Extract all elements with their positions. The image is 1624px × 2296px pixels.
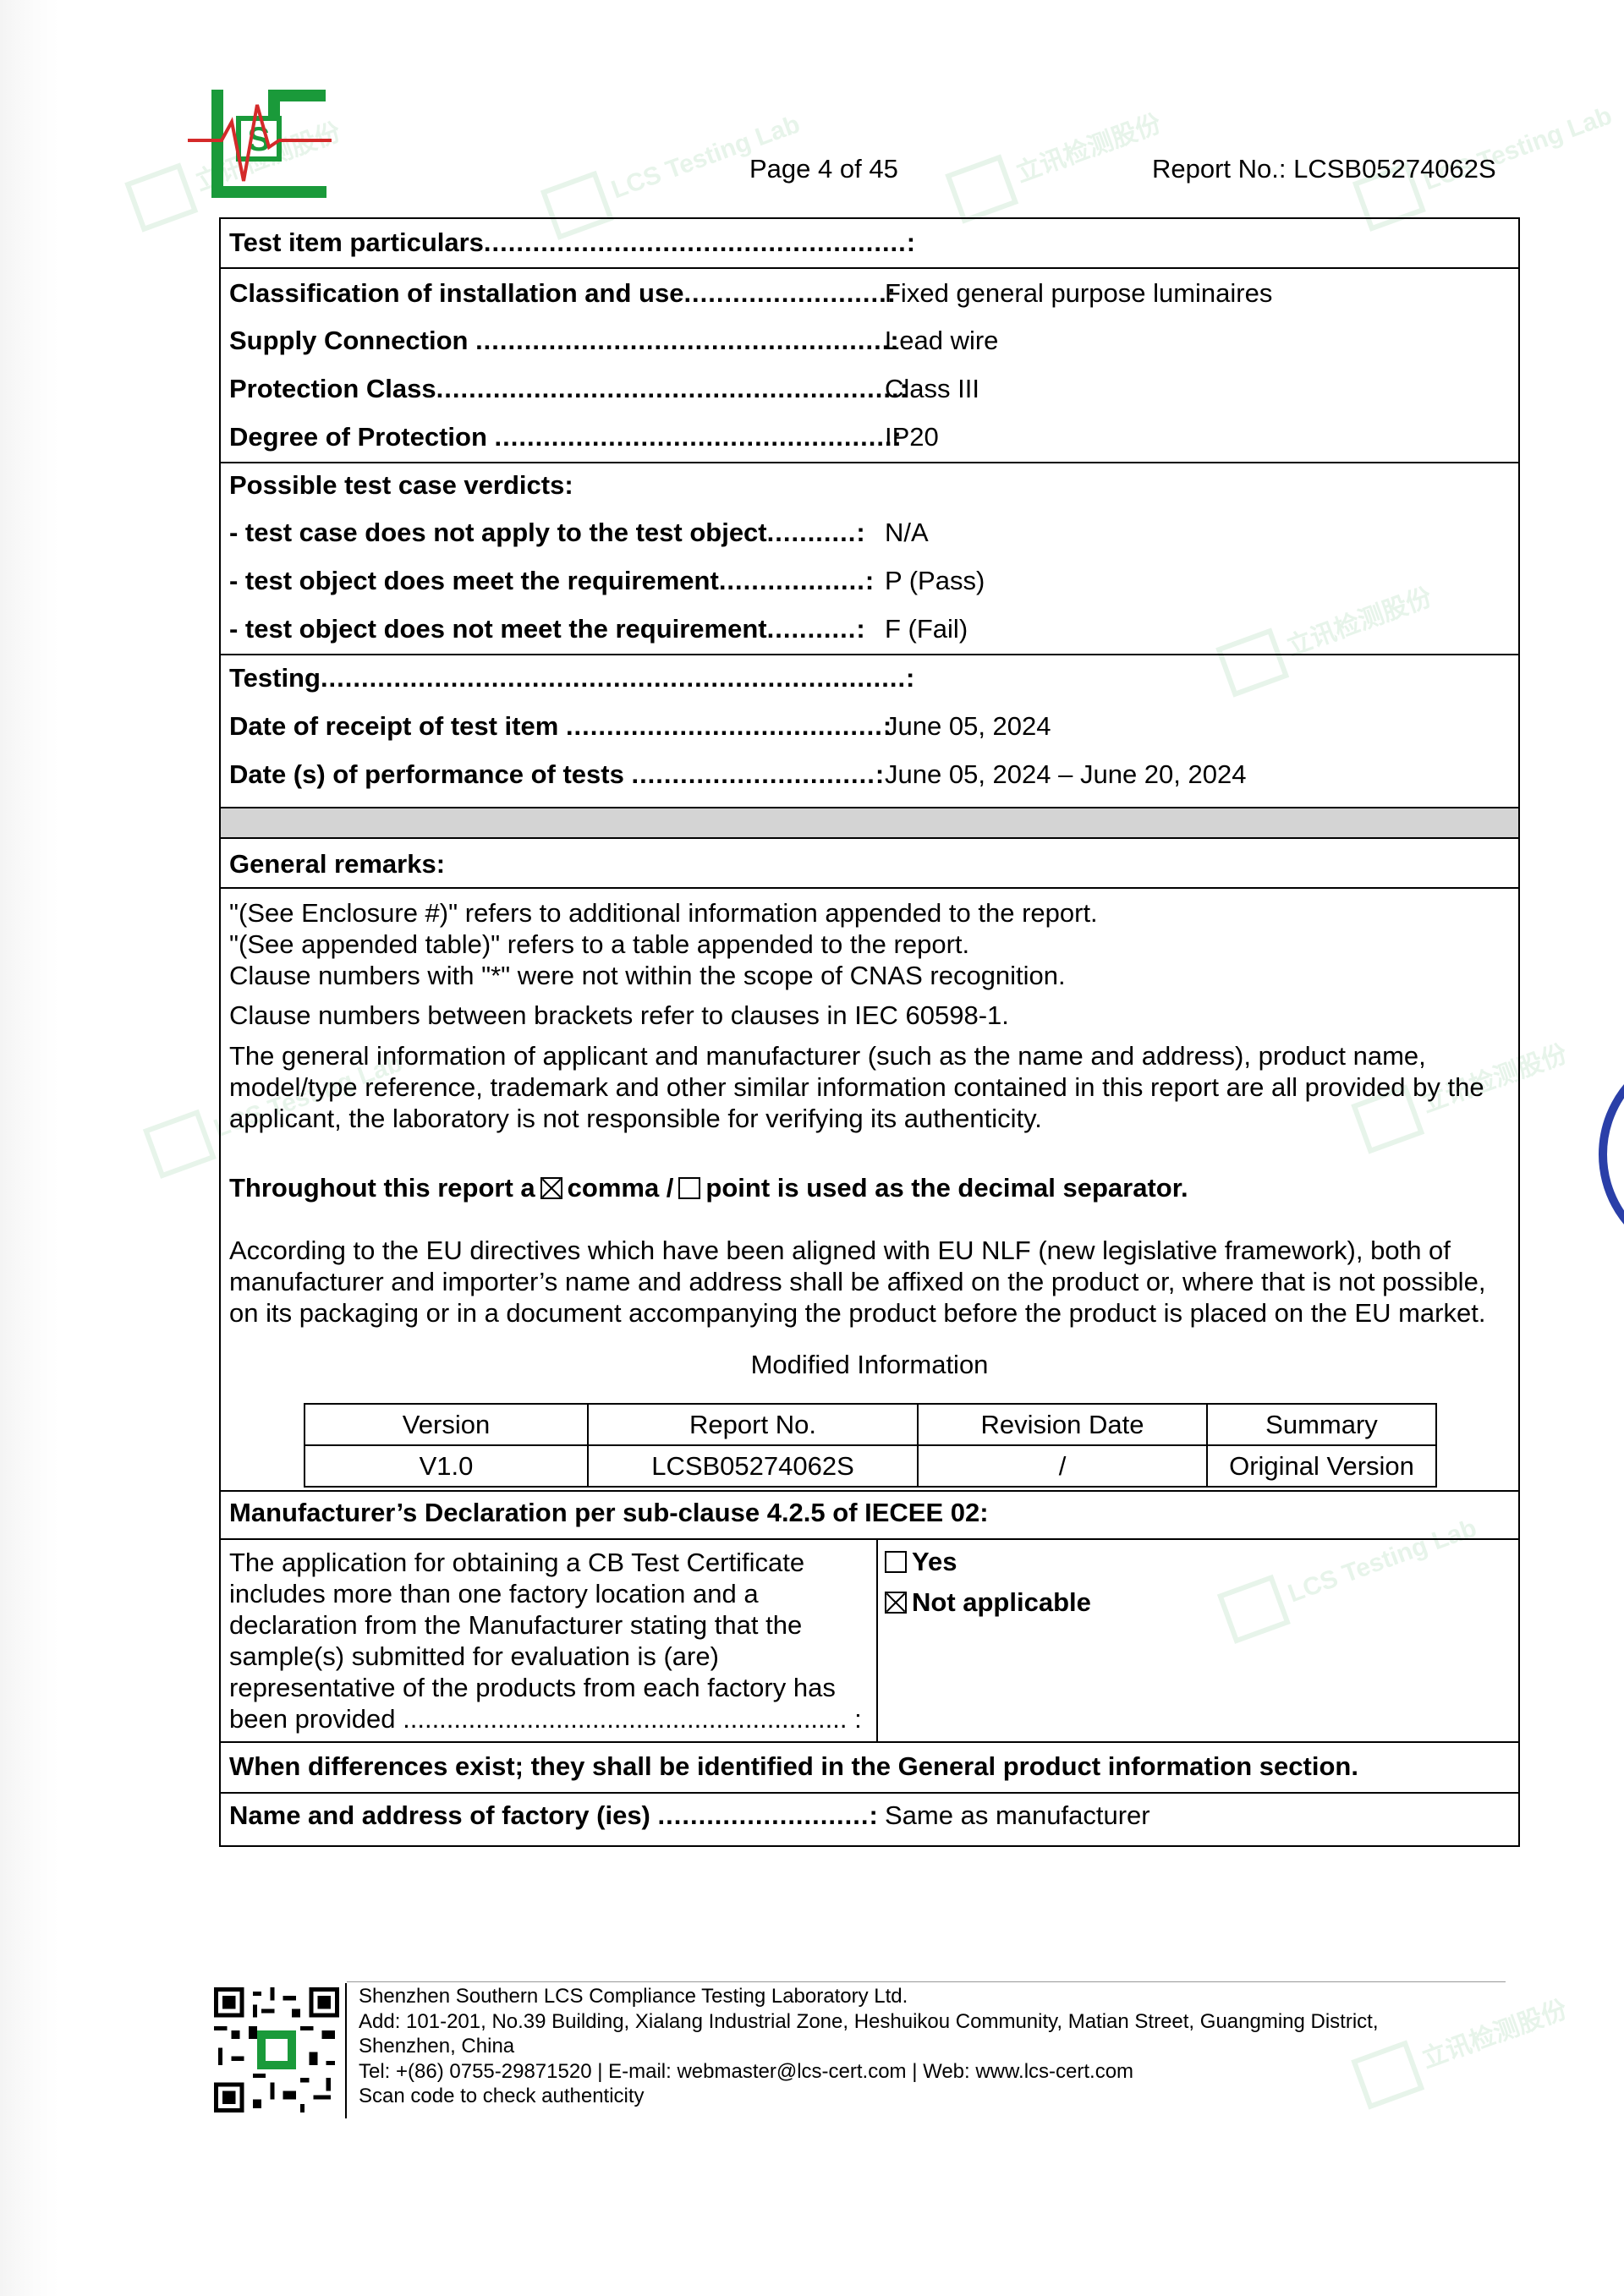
supply-connection-value: Lead wire (885, 326, 999, 355)
remark-cnas: Clause numbers with "*" were not within … (229, 961, 1066, 990)
verdict-na-label: - test case does not apply to the test o… (229, 518, 866, 547)
test-item-table: Test item particulars...................… (219, 217, 1520, 1847)
modified-info-header-row: Version Report No. Revision Date Summary (304, 1403, 1437, 1446)
separator-band (221, 807, 1518, 839)
col-report-no-header: Report No. (587, 1403, 919, 1446)
performance-dates-value: June 05, 2024 – June 20, 2024 (885, 759, 1247, 789)
col-version-header: Version (304, 1403, 589, 1446)
verdict-na-value: N/A (885, 518, 929, 547)
footer-address: Add: 101-201, No.39 Building, Xialang In… (359, 2009, 1379, 2033)
classification-value: Fixed general purpose luminaires (885, 278, 1273, 308)
verdicts-heading: Possible test case verdicts: (229, 470, 573, 500)
revision-date-cell: / (917, 1444, 1208, 1488)
remark-clause-brackets: Clause numbers between brackets refer to… (229, 1000, 1009, 1030)
footer-city: Shenzhen, China (359, 2035, 515, 2058)
watermark: 立讯检测股份 (945, 99, 1170, 224)
comma-checkbox-checked (540, 1177, 562, 1199)
official-stamp (1599, 1083, 1624, 1225)
performance-dates-label: Date (s) of performance of tests .......… (229, 759, 886, 789)
page-shadow (0, 0, 59, 2296)
eu-directive-text: According to the EU directives which hav… (229, 1236, 1486, 1328)
factory-label: Name and address of factory (ies) ......… (229, 1800, 879, 1830)
verdict-pass-label: - test object does meet the requirement.… (229, 566, 875, 595)
footer-scan-note: Scan code to check authenticity (359, 2085, 645, 2107)
factory-value: Same as manufacturer (885, 1800, 1150, 1830)
version-cell: V1.0 (304, 1444, 589, 1488)
remark-appended-table: "(See appended table)" refers to a table… (229, 929, 970, 959)
remark-general-info: The general information of applicant and… (229, 1041, 1484, 1133)
option-yes: Yes (885, 1547, 957, 1577)
report-no-cell: LCSB05274062S (587, 1444, 919, 1488)
footer-contact: Tel: +(86) 0755-29871520 | E-mail: webma… (359, 2059, 1134, 2083)
option-not-applicable: Not applicable (885, 1587, 1091, 1618)
summary-cell: Original Version (1206, 1444, 1437, 1488)
col-summary-header: Summary (1206, 1403, 1437, 1446)
watermark: 立讯检测股份 (1351, 1985, 1576, 2110)
remark-enclosure: "(See Enclosure #)" refers to additional… (229, 898, 1098, 928)
degree-of-protection-label: Degree of Protection ...................… (229, 422, 903, 452)
declaration-text: The application for obtaining a CB Test … (229, 1548, 862, 1734)
test-item-heading: Test item particulars...................… (229, 227, 917, 257)
footer-company: Shenzhen Southern LCS Compliance Testing… (359, 1985, 908, 2008)
modified-info-table: Version Report No. Revision Date Summary… (304, 1403, 1437, 1488)
supply-connection-label: Supply Connection ......................… (229, 326, 900, 355)
col-revision-date-header: Revision Date (917, 1403, 1208, 1446)
footer-rule (347, 1981, 1506, 1982)
classification-label: Classification of installation and use..… (229, 278, 897, 308)
footer-address-block: Shenzhen Southern LCS Compliance Testing… (359, 1984, 1379, 2109)
report-number: Report No.: LCSB05274062S (1152, 154, 1496, 184)
page-number: Page 4 of 45 (749, 154, 898, 184)
verdict-fail-label: - test object does not meet the requirem… (229, 614, 866, 644)
general-remarks-heading: General remarks: (229, 849, 446, 879)
verdict-pass-value: P (Pass) (885, 566, 985, 595)
differences-note: When differences exist; they shall be id… (229, 1751, 1358, 1781)
na-checkbox-checked (885, 1592, 907, 1614)
footer-divider (345, 1983, 347, 2118)
modified-info-title: Modified Information (750, 1350, 989, 1379)
protection-class-value: Class III (885, 374, 979, 403)
verdict-fail-value: F (Fail) (885, 614, 968, 644)
receipt-date-value: June 05, 2024 (885, 711, 1051, 741)
declaration-divider (876, 1538, 878, 1741)
qr-code (214, 1987, 339, 2112)
point-checkbox-unchecked (678, 1177, 701, 1199)
lcs-logo: S (188, 90, 332, 198)
protection-class-label: Protection Class........................… (229, 374, 909, 403)
degree-of-protection-value: IP20 (885, 422, 939, 452)
testing-heading: Testing.................................… (229, 663, 916, 693)
receipt-date-label: Date of receipt of test item ...........… (229, 711, 893, 741)
declaration-heading: Manufacturer’s Declaration per sub-claus… (229, 1498, 989, 1527)
modified-info-row: V1.0 LCSB05274062S / Original Version (304, 1444, 1437, 1488)
yes-checkbox-unchecked (885, 1551, 907, 1573)
